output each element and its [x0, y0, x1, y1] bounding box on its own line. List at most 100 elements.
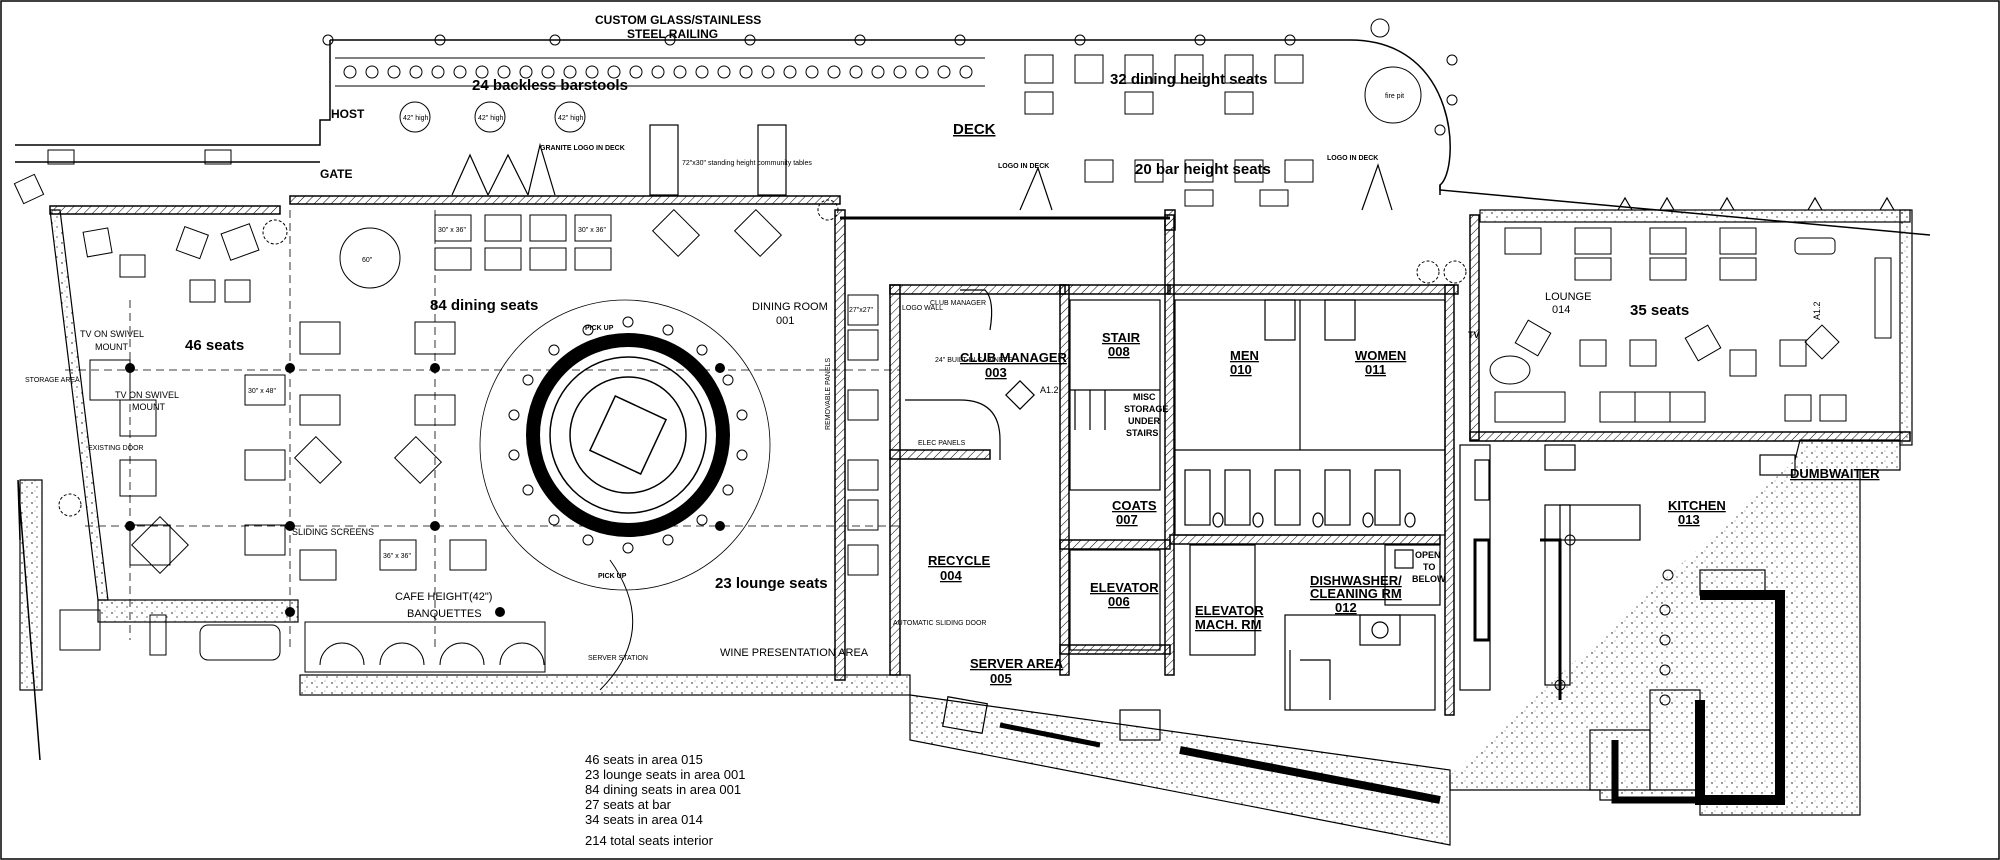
community-tables: [649, 124, 787, 196]
elevator-mach-label-2: MACH. RM: [1195, 617, 1261, 632]
dishwasher-label-2: CLEANING RM: [1310, 586, 1402, 601]
logo-deck-label-3: LOGO IN DECK: [1327, 155, 1378, 162]
table-size-label-3: 30" x 48": [248, 388, 276, 395]
column-grid: [65, 210, 900, 650]
coats-label: COATS: [1112, 498, 1157, 513]
dining-84-label: 84 dining seats: [430, 297, 538, 314]
deck-bar-tables: [1084, 159, 1314, 207]
coats-number: 007: [1116, 512, 1138, 527]
lounge-23-label: 23 lounge seats: [715, 575, 828, 592]
summary-line-6: 214 total seats interior: [585, 833, 714, 848]
small-tables-27: [847, 294, 879, 576]
area-015-walls: [17, 209, 299, 761]
tv-mount-label-2b: MOUNT: [132, 402, 165, 412]
open-below-line-1: OPEN: [1415, 550, 1441, 560]
server-area-label: SERVER AREA: [970, 656, 1064, 671]
elevator-mach-label: ELEVATOR: [1195, 603, 1264, 618]
recycle-number: 004: [940, 568, 962, 583]
storage-area-label: STORAGE AREA: [25, 377, 80, 384]
tv-mount-label-2: TV ON SWIVEL: [115, 390, 179, 400]
lounge-number: 014: [1552, 304, 1570, 316]
kitchen: [1449, 439, 1901, 816]
misc-storage-line-1: MISC: [1133, 392, 1156, 402]
dumbwaiter-label: DUMBWAITER: [1790, 466, 1880, 481]
railing-label-1: CUSTOM GLASS/STAINLESS: [595, 13, 761, 27]
wall-markers: [13, 149, 232, 205]
sliding-screens-label: SLIDING SCREENS: [292, 527, 374, 537]
lounge-label: LOUNGE: [1545, 291, 1591, 303]
restrooms: [1174, 299, 1446, 536]
lounge-014-furniture: [1489, 227, 1892, 423]
summary-line-2: 23 lounge seats in area 001: [585, 767, 745, 782]
tv-mount-label-1b: MOUNT: [95, 342, 128, 352]
fire-pit-label: fire pit: [1385, 93, 1404, 100]
dining-room-number: 001: [776, 315, 794, 327]
banquettes: [199, 559, 634, 691]
dishwasher-number: 012: [1335, 600, 1357, 615]
stair-block: [1069, 299, 1161, 651]
bar-stools: [508, 316, 748, 554]
logo-wall-label: LOGO WALL: [902, 305, 943, 312]
women-label: WOMEN: [1355, 348, 1406, 363]
club-manager-number: 003: [985, 365, 1007, 380]
open-below-line-3: BELOW: [1412, 574, 1446, 584]
a12-marker-1: A1.2: [1040, 385, 1059, 395]
deck-dining-tables: [1024, 54, 1422, 124]
existing-door-label: EXISTING DOOR: [88, 445, 144, 452]
tv-mount-label-1: TV ON SWIVEL: [80, 329, 144, 339]
seat-summary: 46 seats in area 015 23 lounge seats in …: [585, 752, 745, 848]
open-below-line-2: TO: [1423, 562, 1435, 572]
summary-line-5: 34 seats in area 014: [585, 812, 703, 827]
builtin-cabinets-label: 24" BUILT-IN CABINETS: [935, 357, 1013, 364]
barstools-label: 24 backless barstools: [472, 77, 628, 94]
dining-height-label: 32 dining height seats: [1110, 71, 1268, 88]
columns: [125, 363, 725, 617]
railing-label-2: STEEL RAILING: [627, 27, 718, 41]
banquettes-label: BANQUETTES: [407, 608, 482, 620]
table-size-label-2: 30" x 36": [578, 227, 606, 234]
summary-line-1: 46 seats in area 015: [585, 752, 703, 767]
server-area-number: 005: [990, 671, 1012, 686]
table-27-label: 27"x27": [849, 307, 874, 314]
table-size-label-1: 30" x 36": [438, 227, 466, 234]
elevator-number: 006: [1108, 594, 1130, 609]
service-counter: [909, 694, 1451, 846]
table-60-label: 60": [362, 257, 373, 264]
elec-panels-label: ELEC PANELS: [918, 440, 966, 447]
pick-up-label-2: PICK UP: [598, 573, 627, 580]
misc-storage-line-4: STAIRS: [1126, 428, 1158, 438]
kitchen-number: 013: [1678, 512, 1700, 527]
plants: [58, 199, 1467, 517]
summary-line-4: 27 seats at bar: [585, 797, 672, 812]
automatic-door-label: AUTOMATIC SLIDING DOOR: [893, 620, 986, 627]
stair-number: 008: [1108, 344, 1130, 359]
kitchen-label: KITCHEN: [1668, 498, 1726, 513]
misc-storage-line-2: STORAGE: [1124, 404, 1168, 414]
misc-storage-line-3: UNDER: [1128, 416, 1161, 426]
recycle-label: RECYCLE: [928, 553, 990, 568]
bar-height-label: 20 bar height seats: [1135, 161, 1271, 178]
deck-label: DECK: [953, 121, 996, 138]
men-number: 010: [1230, 362, 1252, 377]
dishwasher-label: DISHWASHER/: [1310, 573, 1402, 588]
high-tables: [399, 101, 586, 133]
server-station-label: SERVER STATION: [588, 655, 648, 662]
circular-bar: [479, 299, 771, 591]
club-mgr-small-label: CLUB MANAGER: [930, 300, 986, 307]
stair-label: STAIR: [1102, 330, 1141, 345]
seats-35-label: 35 seats: [1630, 302, 1689, 319]
women-number: 011: [1365, 362, 1386, 377]
lower-facade: [299, 674, 911, 696]
a12-marker-2: A1.2: [1812, 301, 1822, 320]
elevator-label: ELEVATOR: [1090, 580, 1159, 595]
club-manager-room: [905, 289, 1035, 460]
dining-room-label: DINING ROOM: [752, 301, 828, 313]
wine-area-label: WINE PRESENTATION AREA: [720, 647, 869, 659]
service-walls: [834, 209, 1459, 716]
main-facade: [49, 195, 1913, 446]
dining-tables: [131, 208, 783, 581]
high-table-label-3: 42" high: [558, 115, 584, 122]
cafe-height-label: CAFE HEIGHT(42"): [395, 591, 492, 603]
